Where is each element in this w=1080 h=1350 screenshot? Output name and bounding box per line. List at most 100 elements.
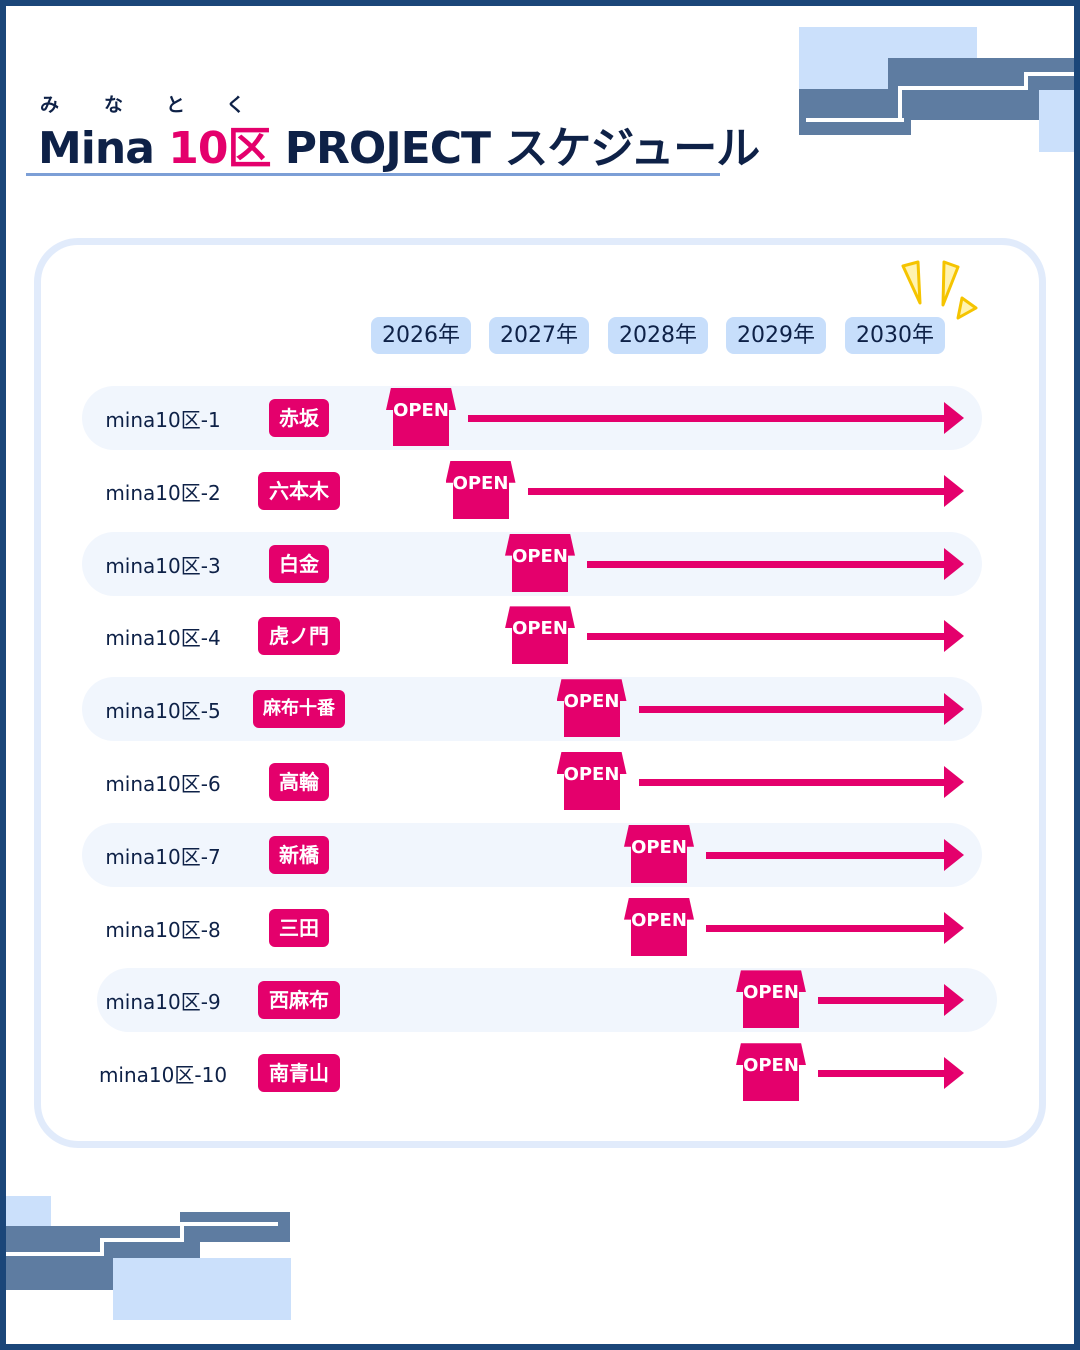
open-house-icon: OPEN <box>736 970 806 1029</box>
timeline-arrow <box>527 474 964 507</box>
roof <box>556 752 627 774</box>
timeline-arrow <box>638 693 964 726</box>
roof <box>736 1043 806 1066</box>
deco-block <box>113 1258 291 1320</box>
open-label: OPEN <box>512 618 568 640</box>
open-house-icon: OPEN <box>736 1043 806 1102</box>
house-body <box>393 408 449 446</box>
area-tag: 赤坂 <box>269 399 329 437</box>
roof <box>624 897 694 920</box>
timeline-arrow <box>587 547 964 580</box>
timeline-arrow <box>587 620 964 653</box>
area-tag: 白金 <box>269 544 329 583</box>
year-label: 2029年 <box>726 317 826 354</box>
house-body <box>563 772 620 810</box>
deco-line <box>898 86 1028 90</box>
page-title: Mina 10区 PROJECT スケジュール <box>38 112 761 176</box>
timeline-arrow <box>638 766 964 798</box>
house-body <box>512 553 568 592</box>
year-label: 2027年 <box>489 317 589 354</box>
open-label: OPEN <box>743 1055 799 1077</box>
house-body <box>631 917 687 956</box>
deco-block <box>1039 90 1080 152</box>
house-body <box>452 480 509 519</box>
open-house-icon: OPEN <box>505 606 575 665</box>
deco-line <box>806 118 904 122</box>
roof <box>505 606 575 629</box>
timeline-arrow <box>706 911 964 944</box>
open-label: OPEN <box>563 764 620 785</box>
area-tag: 南青山 <box>258 1054 340 1093</box>
roof <box>624 824 694 847</box>
deco-line <box>100 1238 184 1242</box>
deco-block <box>799 89 911 135</box>
title-underline <box>26 173 720 176</box>
roof <box>445 460 516 483</box>
deco-line <box>1024 72 1028 90</box>
area-tag: 西麻布 <box>258 981 340 1020</box>
open-house-icon: OPEN <box>445 460 516 519</box>
site-name: mina10区-9 <box>105 990 221 1015</box>
house-body <box>563 699 620 738</box>
year-label: 2026年 <box>371 317 471 354</box>
open-house-icon: OPEN <box>556 679 627 738</box>
open-house-icon: OPEN <box>556 752 627 810</box>
deco-line <box>180 1222 184 1242</box>
open-label: OPEN <box>631 836 687 858</box>
open-house-icon: OPEN <box>505 533 575 592</box>
site-name: mina10区-4 <box>105 626 221 651</box>
house-body <box>743 1063 799 1102</box>
deco-line <box>0 1252 104 1256</box>
site-name: mina10区-3 <box>105 553 221 578</box>
deco-line <box>898 86 902 122</box>
timeline-arrow <box>818 1057 964 1090</box>
open-house-icon: OPEN <box>624 824 694 883</box>
year-label: 2028年 <box>608 317 708 354</box>
timeline-arrow <box>468 402 964 434</box>
deco-line <box>100 1238 104 1256</box>
area-tag: 麻布十番 <box>253 690 345 729</box>
schedule-card <box>34 238 1046 1148</box>
area-tag: 三田 <box>269 908 329 947</box>
site-name: mina10区-8 <box>105 917 221 942</box>
open-house-icon: OPEN <box>624 897 694 956</box>
roof <box>386 388 456 410</box>
open-label: OPEN <box>393 400 449 421</box>
timeline-arrow <box>818 984 964 1017</box>
deco-block <box>180 1212 290 1242</box>
title-num: 10区 <box>168 123 271 174</box>
deco-line <box>1024 72 1080 76</box>
area-tag: 六本木 <box>258 471 340 510</box>
site-name: mina10区-10 <box>98 1063 228 1088</box>
deco-line <box>180 1222 278 1226</box>
open-label: OPEN <box>512 545 568 567</box>
house-body <box>512 626 568 665</box>
house-body <box>631 844 687 883</box>
title-post: PROJECT スケジュール <box>284 123 761 174</box>
site-name: mina10区-5 <box>105 699 221 724</box>
site-name: mina10区-2 <box>105 480 221 505</box>
open-label: OPEN <box>743 982 799 1004</box>
open-house-icon: OPEN <box>386 388 456 446</box>
area-tag: 高輪 <box>269 763 329 801</box>
title-pre: Mina <box>38 123 155 174</box>
area-tag: 新橋 <box>269 835 329 874</box>
ruby-char: く <box>226 94 246 116</box>
area-tag: 虎ノ門 <box>258 617 340 656</box>
roof <box>556 679 627 702</box>
year-label: 2030年 <box>845 317 945 354</box>
site-name: mina10区-1 <box>105 408 221 432</box>
ruby-char: と <box>166 94 186 116</box>
site-name: mina10区-7 <box>105 844 221 869</box>
sparkle-icon <box>901 260 978 320</box>
site-name: mina10区-6 <box>105 772 221 796</box>
ruby-char: み <box>40 94 60 116</box>
open-label: OPEN <box>563 691 620 713</box>
roof <box>505 533 575 556</box>
ruby-char: な <box>104 94 124 116</box>
open-label: OPEN <box>631 909 687 931</box>
open-label: OPEN <box>452 472 509 494</box>
timeline-arrow <box>706 838 964 871</box>
house-body <box>743 990 799 1029</box>
roof <box>736 970 806 993</box>
